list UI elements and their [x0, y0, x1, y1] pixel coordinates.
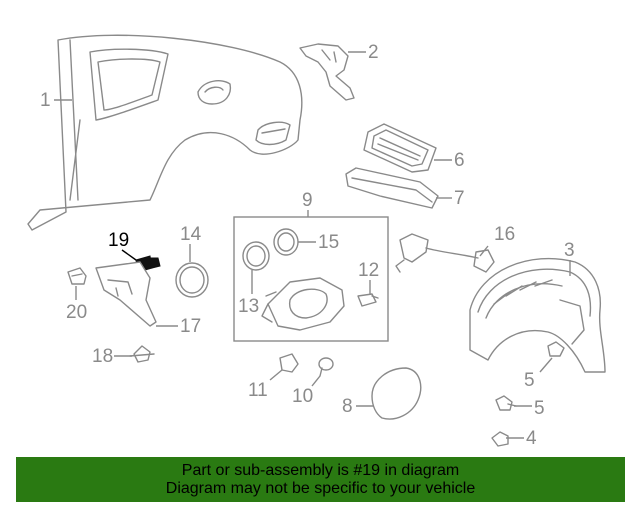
- callout-12: 12: [358, 260, 379, 294]
- part-ring-15: [273, 228, 299, 256]
- callout-1: 1: [40, 90, 72, 111]
- callout-label-14: 14: [180, 224, 202, 245]
- callout-2: 2: [348, 42, 379, 63]
- banner-line-2: Diagram may not be specific to your vehi…: [165, 479, 476, 497]
- part-fuel-door-8: [371, 367, 422, 420]
- part-bracket-17: [95, 261, 157, 327]
- part-tray-7: [345, 167, 439, 209]
- callout-label-1: 1: [40, 90, 51, 111]
- callout-16: 16: [479, 224, 515, 257]
- callout-label-12: 12: [358, 260, 379, 281]
- callout-11: 11: [248, 369, 283, 401]
- part-screw-10: [318, 357, 334, 377]
- part-cable-16: [395, 233, 495, 273]
- callout-label-5b: 5: [534, 398, 545, 419]
- callout-label-2: 2: [368, 42, 379, 63]
- info-banner: Part or sub-assembly is #19 in diagram D…: [16, 457, 625, 502]
- callout-17: 17: [156, 316, 201, 337]
- callout-label-10: 10: [292, 386, 313, 407]
- part-bracket-2: [299, 43, 355, 101]
- callout-label-17: 17: [180, 316, 201, 337]
- part-quarter-panel: [27, 34, 303, 231]
- part-clip-4: [491, 431, 509, 447]
- callout-6: 6: [434, 150, 465, 171]
- part-clip-11: [279, 353, 299, 373]
- callout-label-18: 18: [92, 346, 113, 367]
- part-fuel-housing: [261, 277, 345, 331]
- callout-label-9: 9: [302, 190, 313, 211]
- part-gasket-13: [242, 241, 270, 271]
- callout-19: 19: [108, 230, 137, 261]
- part-clip-20: [67, 267, 87, 285]
- callout-20: 20: [66, 286, 87, 323]
- callout-4: 4: [506, 428, 537, 449]
- part-fastener-5b: [495, 395, 517, 411]
- callout-8: 8: [342, 396, 374, 417]
- part-wheel-liner-3: [469, 257, 606, 373]
- callout-9: 9: [302, 190, 313, 217]
- inset-box-9: [233, 216, 389, 342]
- callout-15: 15: [298, 232, 339, 253]
- callout-3: 3: [564, 240, 575, 276]
- callout-label-3: 3: [564, 240, 575, 261]
- callout-label-5a: 5: [524, 370, 535, 391]
- callout-label-19: 19: [108, 230, 129, 251]
- callout-14: 14: [180, 224, 202, 262]
- callout-label-4: 4: [526, 428, 537, 449]
- part-clip-18: [129, 345, 155, 363]
- callout-label-13: 13: [238, 296, 259, 317]
- callout-10: 10: [292, 375, 321, 407]
- callout-5a: 5: [524, 357, 553, 391]
- callout-label-8: 8: [342, 396, 353, 417]
- callout-label-11: 11: [248, 380, 268, 401]
- callout-18: 18: [92, 346, 132, 367]
- part-fastener-5a: [547, 341, 565, 357]
- banner-line-1: Part or sub-assembly is #19 in diagram: [181, 461, 460, 479]
- callout-label-6: 6: [454, 150, 465, 171]
- part-bolt-12: [357, 293, 379, 307]
- callout-label-15: 15: [318, 232, 339, 253]
- callout-label-7: 7: [454, 188, 465, 209]
- callout-7: 7: [436, 188, 465, 209]
- part-frame-6: [363, 123, 437, 173]
- callout-5b: 5: [514, 398, 545, 419]
- part-ring-14: [175, 262, 209, 298]
- callout-13: 13: [238, 270, 259, 317]
- callout-label-20: 20: [66, 302, 87, 323]
- callout-label-16: 16: [494, 224, 515, 245]
